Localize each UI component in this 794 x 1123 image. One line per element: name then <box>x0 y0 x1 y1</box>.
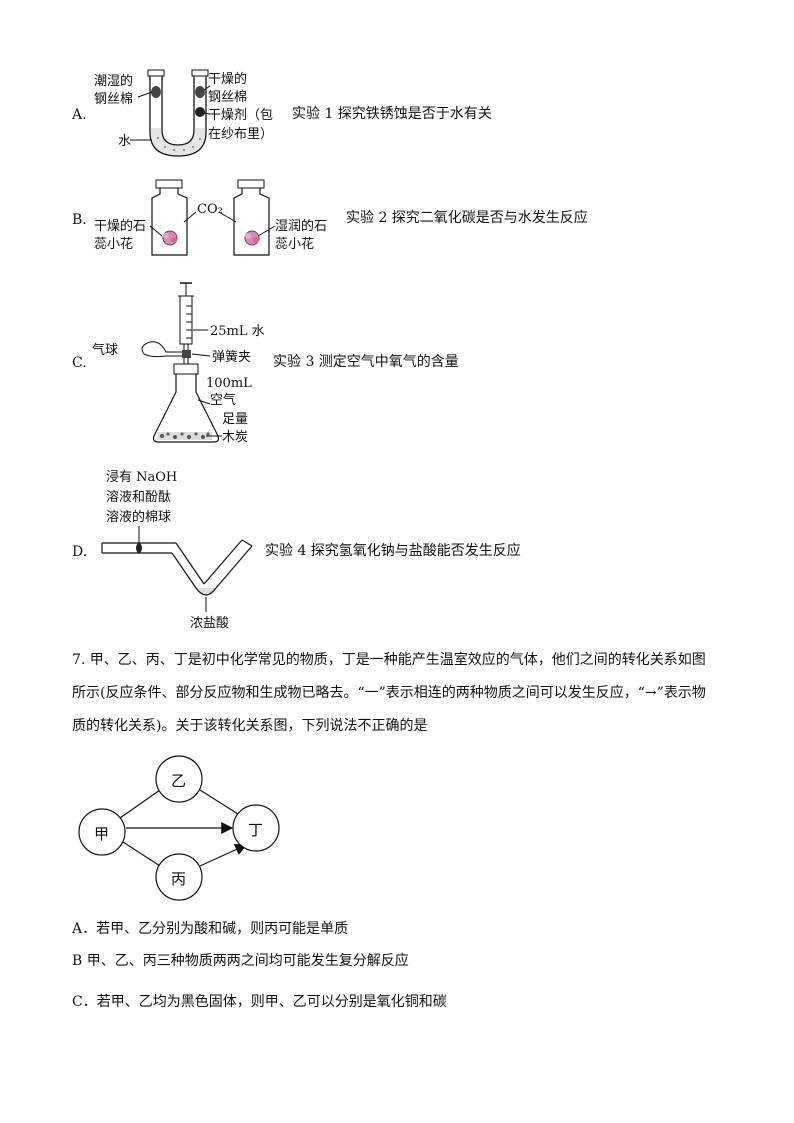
node-jia-label: 甲 <box>94 825 110 843</box>
label-desiccant-line2: 在纱布里） <box>208 127 274 142</box>
label-wet-steel-wool-line2: 钢丝棉 <box>94 92 134 107</box>
label-wet-steel-wool-line1: 潮湿的 <box>94 74 134 89</box>
label-spring-clip: 弹簧夹 <box>212 350 252 365</box>
option-d-letter: D. <box>72 544 88 560</box>
label-conc-hcl: 浓盐酸 <box>190 616 230 631</box>
option-b-letter: B. <box>72 212 87 228</box>
label-air-line2: 空气 <box>210 393 237 408</box>
label-wet-litmus-flower-line2: 蕊小花 <box>275 237 315 252</box>
label-100ml-line1: 100mL <box>206 376 252 391</box>
flower-icon <box>162 230 178 246</box>
node-ding-label: 丁 <box>248 821 264 839</box>
label-25ml-water: 25mL 水 <box>210 324 265 339</box>
experiment-2-desc: 实验 2 探究二氧化碳是否与水发生反应 <box>346 210 588 226</box>
label-cotton-line3: 溶液的棉球 <box>106 510 172 525</box>
label-wet-litmus-flower-line1: 湿润的石 <box>275 219 328 234</box>
question-7-option-c: C．若甲、乙均为黑色固体，则甲、乙可以分别是氧化铜和碳 <box>72 994 447 1010</box>
label-dry-steel-wool-line1: 干燥的 <box>208 72 248 87</box>
experiment-3-desc: 实验 3 测定空气中氧气的含量 <box>273 354 459 370</box>
question-7-option-a: A．若甲、乙分别为酸和碱，则丙可能是单质 <box>72 921 349 937</box>
label-balloon: 气球 <box>92 343 119 358</box>
label-charcoal-line1: 足量 <box>222 412 249 427</box>
node-jia <box>78 808 126 856</box>
experiment-1-desc: 实验 1 探究铁锈蚀是否于水有关 <box>292 106 492 122</box>
label-dry-litmus-flower-line1: 干燥的石 <box>94 219 147 234</box>
label-dry-litmus-flower-line2: 蕊小花 <box>94 237 134 252</box>
label-water: 水 <box>118 134 132 149</box>
label-cotton-line1: 浸有 NaOH <box>106 470 178 485</box>
node-yi-label: 乙 <box>171 772 187 790</box>
node-bing-label: 丙 <box>171 870 187 888</box>
label-cotton-line2: 溶液和酚酞 <box>106 490 172 505</box>
label-co2: CO₂ <box>197 202 223 217</box>
label-charcoal-line2: 木炭 <box>222 430 249 445</box>
question-7-option-b: B 甲、乙、丙三种物质两两之间均可能发生复分解反应 <box>72 953 409 969</box>
node-bing <box>155 853 203 901</box>
node-ding <box>232 804 280 852</box>
option-c-letter: C. <box>72 355 87 371</box>
node-yi <box>155 755 203 803</box>
experiment-4-desc: 实验 4 探究氢氧化钠与盐酸能否发生反应 <box>265 543 521 559</box>
label-desiccant-line1: 干燥剂（包 <box>208 108 274 123</box>
label-dry-steel-wool-line2: 钢丝棉 <box>208 90 248 105</box>
question-7-text: 7. 甲、乙、丙、丁是初中化学常见的物质，丁是一种能产生温室效应的气体，他们之间… <box>72 652 706 734</box>
option-a-letter: A. <box>72 107 87 123</box>
